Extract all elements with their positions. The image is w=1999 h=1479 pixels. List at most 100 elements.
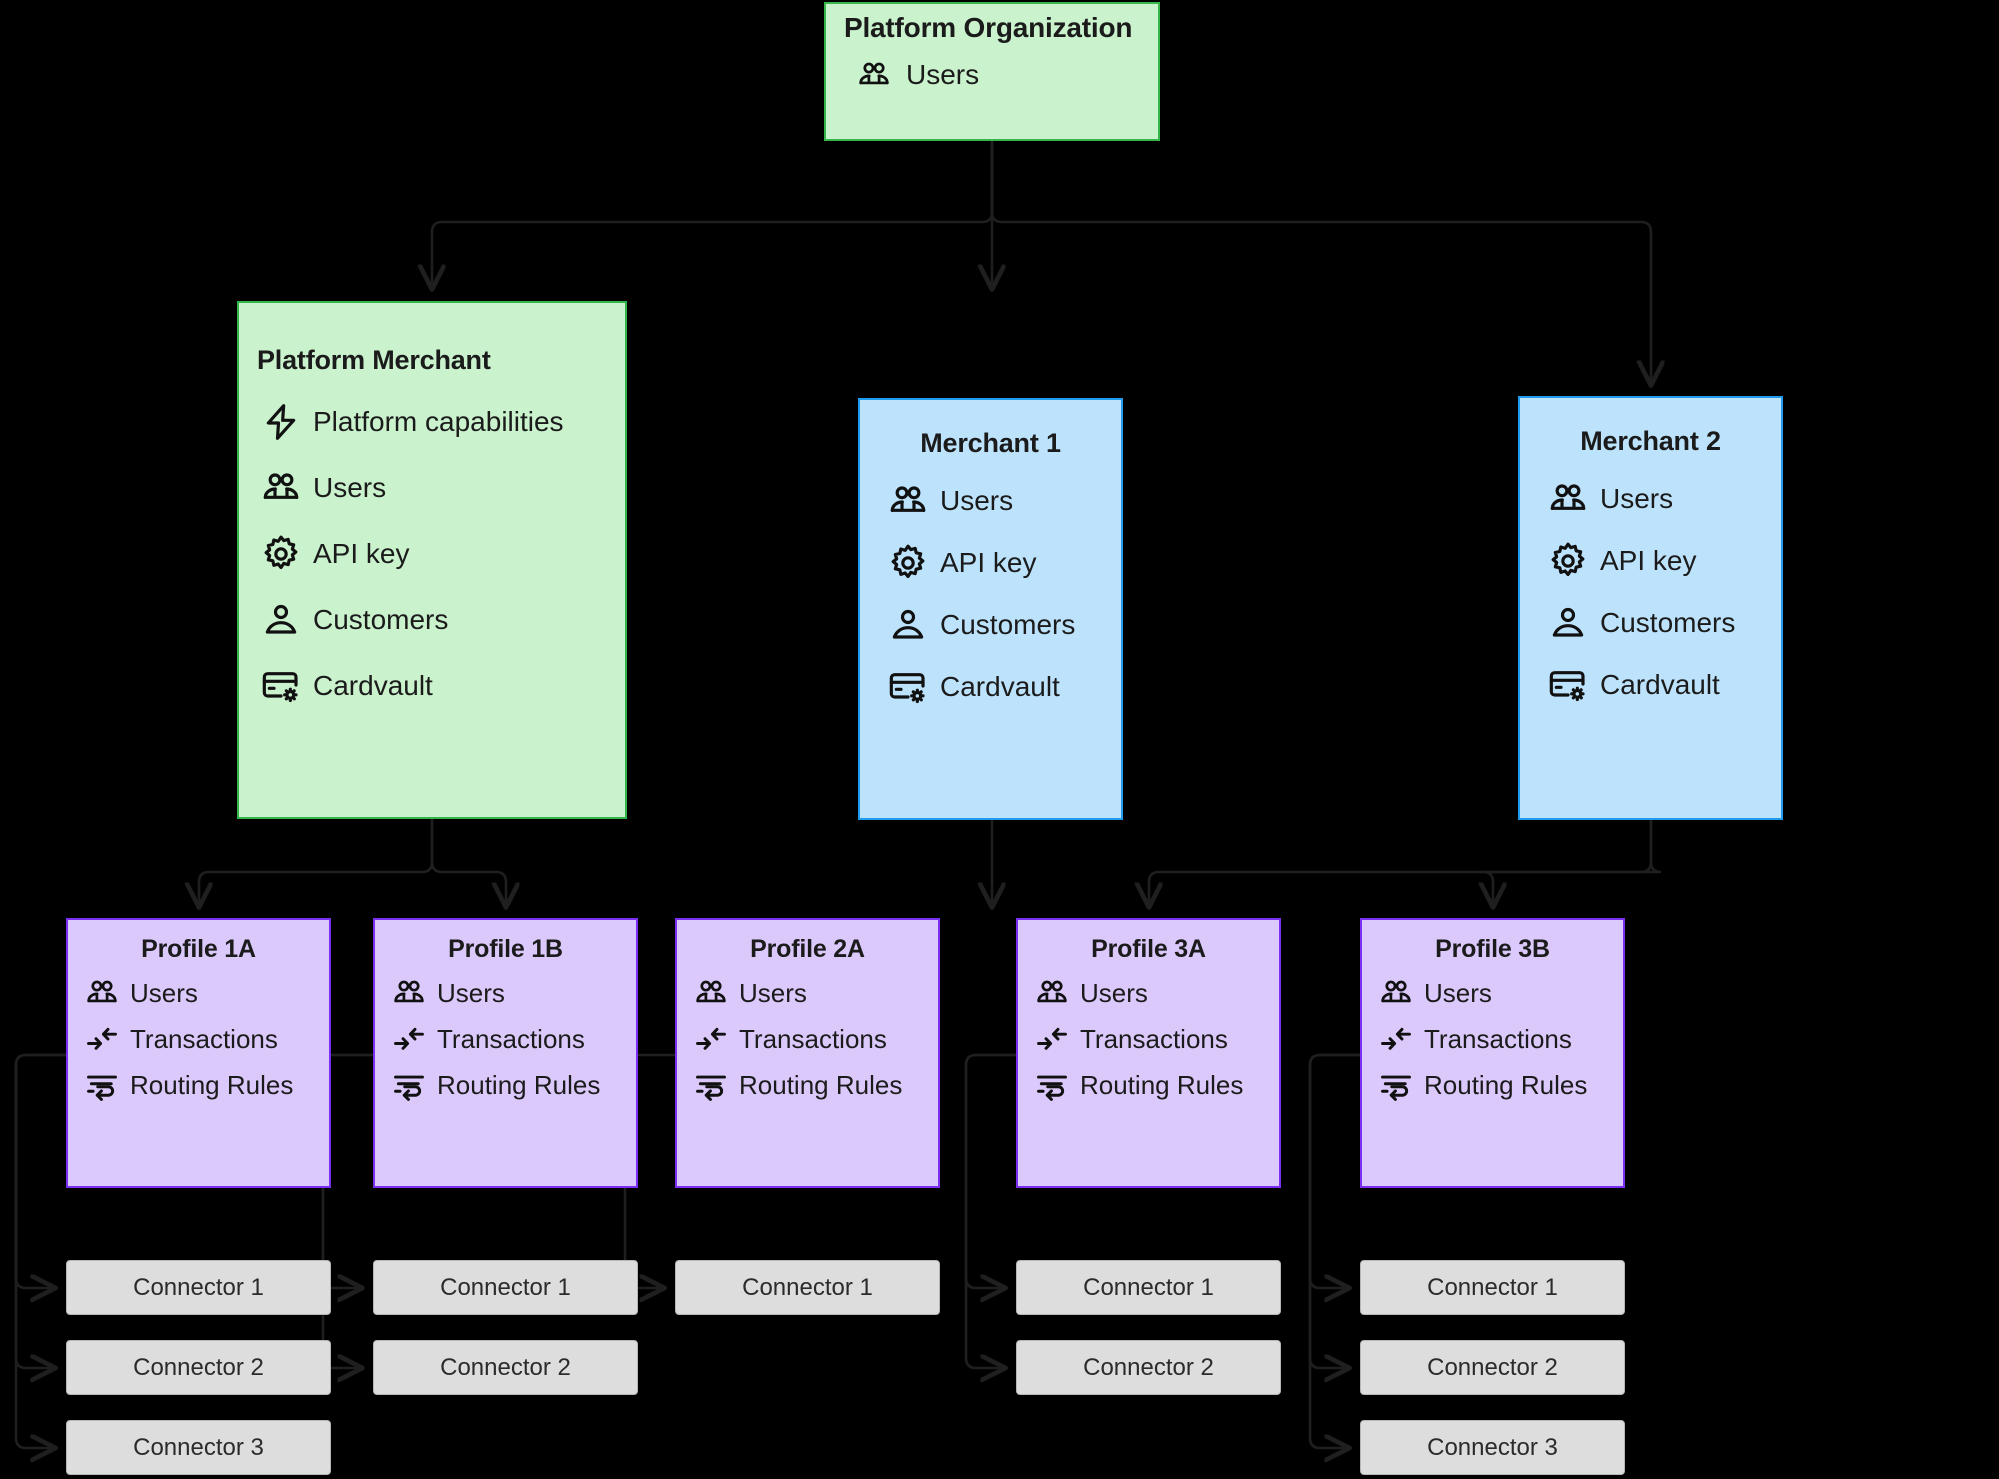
connector-box[interactable]: Connector 2 <box>1016 1340 1281 1395</box>
cardvault-icon <box>1546 665 1590 705</box>
item-cardvault[interactable]: Cardvault <box>1546 665 1781 705</box>
item-routing-rules[interactable]: Routing Rules <box>82 1068 329 1102</box>
item-customers[interactable]: Customers <box>886 605 1121 645</box>
connector-box[interactable]: Connector 1 <box>373 1260 638 1315</box>
item-label: Transactions <box>437 1023 585 1054</box>
node-title: Platform Organization <box>844 12 1133 43</box>
item-api-key[interactable]: API key <box>1546 541 1781 581</box>
item-transactions[interactable]: Transactions <box>82 1022 329 1056</box>
item-label: Users <box>313 472 387 503</box>
item-label: Transactions <box>739 1023 887 1054</box>
item-users[interactable]: Users <box>259 468 625 508</box>
item-cardvault[interactable]: Cardvault <box>886 667 1121 707</box>
transactions-icon <box>691 1022 731 1056</box>
node-profile-3b[interactable]: Profile 3B Users Transactions <box>1360 918 1625 1188</box>
routing-rules-icon <box>389 1068 429 1102</box>
item-label: Cardvault <box>1600 669 1720 700</box>
transactions-icon <box>1376 1022 1416 1056</box>
item-routing-rules[interactable]: Routing Rules <box>389 1068 636 1102</box>
item-users[interactable]: Users <box>691 976 938 1010</box>
edge-profile-3b-connector-1 <box>1308 1053 1360 1288</box>
item-api-key[interactable]: API key <box>886 543 1121 583</box>
node-platform-merchant[interactable]: Platform Merchant Platform capabilities … <box>237 301 627 819</box>
item-users[interactable]: Users <box>389 976 636 1010</box>
item-customers[interactable]: Customers <box>259 600 625 640</box>
node-profile-2a[interactable]: Profile 2A Users Transactions <box>675 918 940 1188</box>
connector-box[interactable]: Connector 2 <box>66 1340 331 1395</box>
item-routing-rules[interactable]: Routing Rules <box>1032 1068 1279 1102</box>
item-label: Customers <box>940 609 1076 640</box>
item-label: Users <box>940 485 1014 516</box>
item-label: Transactions <box>1080 1023 1228 1054</box>
node-profile-3a[interactable]: Profile 3A Users Transactions <box>1016 918 1281 1188</box>
connector-box[interactable]: Connector 1 <box>1016 1260 1281 1315</box>
node-title: Profile 1B <box>448 935 563 963</box>
node-title: Profile 1A <box>141 935 256 963</box>
routing-rules-icon <box>82 1068 122 1102</box>
edge-profile-3a-connector-2 <box>964 1053 1016 1368</box>
users-icon <box>691 976 731 1010</box>
node-title: Merchant 2 <box>1580 426 1721 456</box>
item-users[interactable]: Users <box>854 58 1158 92</box>
node-platform-organization[interactable]: Platform Organization Users <box>824 2 1160 141</box>
item-label: Users <box>906 59 980 90</box>
item-label: Transactions <box>130 1023 278 1054</box>
node-merchant-2[interactable]: Merchant 2 Users API key <box>1518 396 1783 820</box>
users-icon <box>886 481 930 521</box>
item-cardvault[interactable]: Cardvault <box>259 666 625 706</box>
node-profile-1a[interactable]: Profile 1A Users Transactions <box>66 918 331 1188</box>
routing-rules-icon <box>691 1068 731 1102</box>
item-transactions[interactable]: Transactions <box>389 1022 636 1056</box>
users-icon <box>1376 976 1416 1010</box>
item-users[interactable]: Users <box>1032 976 1279 1010</box>
item-label: Users <box>1600 483 1674 514</box>
edge-org-to-merchant-2 <box>990 141 1651 384</box>
item-routing-rules[interactable]: Routing Rules <box>1376 1068 1623 1102</box>
node-title: Platform Merchant <box>257 345 491 375</box>
gear-icon <box>1546 541 1590 581</box>
routing-rules-icon <box>1032 1068 1072 1102</box>
connector-box[interactable]: Connector 2 <box>373 1340 638 1395</box>
item-platform-capabilities[interactable]: Platform capabilities <box>259 402 625 442</box>
node-title: Profile 3A <box>1091 935 1206 963</box>
users-icon <box>82 976 122 1010</box>
item-label: Users <box>437 977 505 1008</box>
item-label: Routing Rules <box>130 1069 294 1100</box>
item-label: Routing Rules <box>1080 1069 1244 1100</box>
item-routing-rules[interactable]: Routing Rules <box>691 1068 938 1102</box>
item-customers[interactable]: Customers <box>1546 603 1781 643</box>
item-users[interactable]: Users <box>1376 976 1623 1010</box>
connector-box[interactable]: Connector 1 <box>675 1260 940 1315</box>
users-icon <box>854 58 894 92</box>
edge-m2-to-profile-3b <box>1483 820 1662 906</box>
connector-box[interactable]: Connector 1 <box>1360 1260 1625 1315</box>
routing-rules-icon <box>1376 1068 1416 1102</box>
item-transactions[interactable]: Transactions <box>691 1022 938 1056</box>
connector-label: Connector 1 <box>440 1273 571 1301</box>
users-icon <box>1032 976 1072 1010</box>
edge-profile-3b-connector-2 <box>1308 1053 1360 1368</box>
connector-box[interactable]: Connector 3 <box>1360 1420 1625 1475</box>
item-transactions[interactable]: Transactions <box>1032 1022 1279 1056</box>
connector-box[interactable]: Connector 1 <box>66 1260 331 1315</box>
item-users[interactable]: Users <box>886 481 1121 521</box>
edge-profile-1a-connector-3 <box>14 1053 66 1448</box>
node-title: Profile 2A <box>750 935 865 963</box>
node-profile-1b[interactable]: Profile 1B Users Transactions <box>373 918 638 1188</box>
item-api-key[interactable]: API key <box>259 534 625 574</box>
edge-m2-to-profile-3a <box>1149 820 1653 906</box>
item-label: Cardvault <box>940 671 1060 702</box>
item-label: Routing Rules <box>739 1069 903 1100</box>
node-merchant-1[interactable]: Merchant 1 Users API key <box>858 398 1123 820</box>
item-users[interactable]: Users <box>82 976 329 1010</box>
connector-label: Connector 1 <box>1083 1273 1214 1301</box>
connector-box[interactable]: Connector 2 <box>1360 1340 1625 1395</box>
connector-label: Connector 2 <box>440 1353 571 1381</box>
item-transactions[interactable]: Transactions <box>1376 1022 1623 1056</box>
edge-profile-1a-connector-1 <box>14 1053 66 1288</box>
item-label: Routing Rules <box>1424 1069 1588 1100</box>
transactions-icon <box>389 1022 429 1056</box>
users-icon <box>259 468 303 508</box>
connector-box[interactable]: Connector 3 <box>66 1420 331 1475</box>
item-users[interactable]: Users <box>1546 479 1781 519</box>
